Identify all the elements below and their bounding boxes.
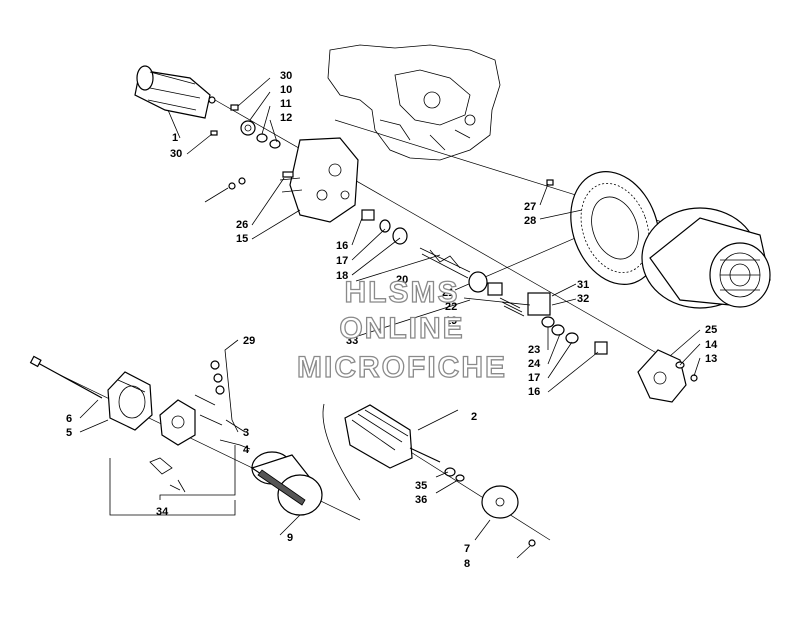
callout-30-top: 30	[280, 70, 292, 82]
callout-20: 20	[396, 274, 408, 286]
callout-14: 14	[705, 339, 718, 351]
armature	[344, 404, 465, 482]
starter-hardware	[204, 104, 281, 203]
callout-1: 1	[172, 132, 178, 144]
ring-gear	[546, 171, 660, 285]
callout-16-lower: 16	[528, 386, 540, 398]
callout-17-upper: 17	[336, 255, 348, 267]
engine-block-outline	[327, 44, 501, 161]
callout-36: 36	[415, 494, 427, 506]
callout-31: 31	[577, 279, 589, 291]
callout-4: 4	[243, 444, 250, 456]
callout-21: 21	[442, 287, 454, 299]
watermark: HLSMS ONLINE MICROFICHE	[296, 275, 507, 384]
brush-plate	[149, 360, 225, 493]
callout-15: 15	[236, 233, 248, 245]
callout-12: 12	[280, 112, 292, 124]
callout-28: 28	[524, 215, 536, 227]
callout-19: 19	[445, 315, 457, 327]
callout-2: 2	[471, 411, 477, 423]
callout-16-upper: 16	[336, 240, 348, 252]
starter-motor	[134, 65, 216, 119]
drive-clutch	[641, 207, 771, 309]
callout-22: 22	[445, 301, 457, 313]
callout-27: 27	[524, 201, 536, 213]
callout-34: 34	[156, 506, 169, 518]
callout-29: 29	[243, 335, 255, 347]
bendix-drive-parts	[361, 209, 608, 355]
watermark-line-3: MICROFICHE	[297, 351, 507, 384]
callout-17-lower: 17	[528, 372, 540, 384]
callout-3: 3	[243, 427, 249, 439]
drive-end-plate	[481, 485, 536, 547]
callout-labels: 30 10 11 12 1 30 26 15 16 17 18 20 21 22…	[66, 70, 718, 570]
leader-lines	[79, 77, 701, 559]
callout-6: 6	[66, 413, 72, 425]
mounting-bracket	[279, 137, 359, 223]
callout-24: 24	[528, 358, 541, 370]
callout-35: 35	[415, 480, 427, 492]
field-housing	[250, 451, 323, 516]
callout-7: 7	[464, 543, 470, 555]
callout-30-bottom: 30	[170, 148, 182, 160]
callout-5: 5	[66, 427, 72, 439]
end-cap	[107, 371, 153, 431]
drive-end-housing	[637, 349, 698, 403]
callout-25: 25	[705, 324, 717, 336]
through-bolt	[29, 355, 103, 399]
callout-8: 8	[464, 558, 470, 570]
callout-11: 11	[280, 98, 292, 110]
callout-26: 26	[236, 219, 248, 231]
callout-13: 13	[705, 353, 717, 365]
callout-18: 18	[336, 270, 348, 282]
watermark-line-2: ONLINE	[339, 312, 464, 345]
callout-33: 33	[346, 335, 358, 347]
callout-23: 23	[528, 344, 540, 356]
watermark-line-1: HLSMS	[345, 276, 460, 309]
callout-32: 32	[577, 293, 589, 305]
callout-10: 10	[280, 84, 292, 96]
callout-9: 9	[287, 532, 293, 544]
